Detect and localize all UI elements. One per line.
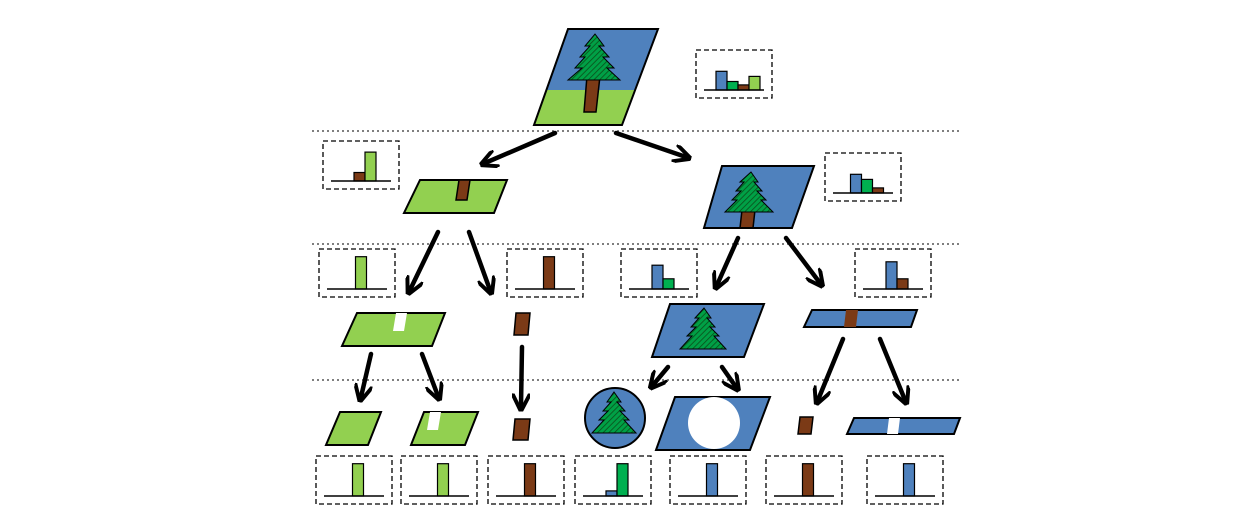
histogram-frame: [574, 455, 652, 505]
histogram: [574, 455, 652, 505]
arrow: [877, 336, 905, 400]
arrow: [783, 235, 820, 283]
arrow: [466, 229, 490, 290]
root-full-scene: [532, 28, 660, 126]
histogram-bar: [523, 463, 537, 497]
grass-with-trunk-segment: [402, 179, 509, 214]
arrow: [717, 235, 741, 285]
sky-strip-with-trunk-segment: [802, 309, 919, 328]
color-histograms: [315, 49, 944, 505]
arrow: [521, 344, 522, 406]
image-segments: [324, 28, 962, 451]
histogram: [866, 455, 944, 505]
histogram-bar: [364, 151, 377, 182]
arrow: [818, 336, 846, 400]
arrow: [419, 351, 438, 396]
arrow: [361, 351, 374, 397]
trunk-piece-segment: [512, 418, 531, 441]
level-dividers: [312, 130, 960, 381]
histogram-bar: [616, 463, 629, 497]
trunk-piece-segment: [513, 312, 531, 336]
arrow: [410, 229, 441, 290]
histogram-bar: [354, 256, 368, 290]
histogram: [824, 152, 902, 202]
arrow: [719, 364, 736, 387]
histogram: [854, 248, 932, 298]
histogram-bar: [436, 463, 450, 497]
small-trunk-segment: [797, 416, 814, 435]
histogram-bar: [726, 80, 739, 91]
arrow: [613, 130, 686, 157]
histogram-bar: [896, 278, 909, 290]
histogram-bar: [705, 463, 719, 497]
sky-with-tree-segment: [650, 303, 766, 358]
histogram-bar: [902, 463, 916, 497]
histogram-bar: [885, 261, 898, 290]
histogram: [669, 455, 747, 505]
histogram: [322, 140, 400, 190]
tree-foliage: [566, 33, 622, 81]
split-arrows: [361, 130, 905, 406]
histogram: [318, 248, 396, 298]
grass-left-piece-segment: [324, 411, 383, 446]
histogram-bar: [353, 171, 366, 182]
histogram-bar: [651, 264, 664, 290]
histogram: [487, 455, 565, 505]
histogram: [765, 455, 843, 505]
histogram-bar: [351, 463, 365, 497]
histogram-bar: [737, 84, 750, 91]
tree-foliage: [723, 171, 775, 213]
histogram-frame: [824, 152, 902, 202]
histogram: [620, 248, 698, 298]
histogram-frame: [322, 140, 400, 190]
histogram: [695, 49, 773, 99]
histogram-bar: [715, 70, 728, 91]
tree-circle-segment: [584, 387, 646, 449]
histogram-bar: [748, 75, 761, 91]
histogram: [400, 455, 478, 505]
sky-strip-with-gap-segment: [845, 417, 962, 435]
tree-foliage: [678, 307, 728, 350]
histogram-bar: [849, 173, 863, 194]
histogram-bar: [860, 178, 874, 194]
grass-with-gap-segment: [340, 312, 447, 347]
arrow: [485, 130, 558, 163]
grass-right-piece-segment: [409, 411, 480, 446]
histogram-bar: [605, 490, 618, 497]
histogram-bar: [662, 278, 675, 290]
histogram-frame: [695, 49, 773, 99]
sky-with-hole-segment: [654, 396, 772, 451]
histogram-bar: [542, 256, 556, 290]
histogram: [315, 455, 393, 505]
histogram: [506, 248, 584, 298]
sky-with-tree-segment: [702, 165, 816, 229]
histogram-bar: [871, 187, 885, 194]
arrow: [653, 364, 671, 385]
histogram-bar: [801, 463, 815, 497]
